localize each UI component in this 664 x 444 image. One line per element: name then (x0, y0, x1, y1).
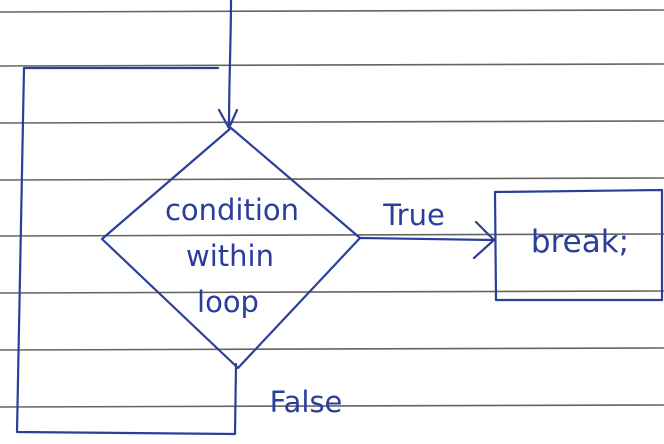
decision-diamond (100, 126, 362, 370)
decision-text: condition within loop (165, 193, 299, 319)
flowchart (15, 0, 664, 436)
action-label: break; (531, 224, 629, 260)
ruled-line (0, 290, 664, 294)
incoming-edge (227, 0, 233, 129)
ruled-line (0, 177, 664, 181)
ruled-line (0, 9, 664, 13)
loop-back-edge (15, 66, 238, 436)
ruled-lines (0, 9, 664, 408)
true-label: True (382, 198, 445, 232)
true-arrowhead (472, 220, 496, 260)
ruled-line (0, 404, 664, 408)
ruled-line (0, 63, 664, 67)
decision-line-2: within (186, 239, 274, 273)
ruled-line (0, 347, 664, 351)
decision-line-1: condition (165, 193, 299, 227)
true-edge (358, 236, 495, 242)
ruled-line (0, 120, 664, 124)
ruled-line (0, 233, 664, 237)
false-label: False (270, 385, 343, 419)
incoming-arrowhead (217, 108, 239, 130)
decision-line-3: loop (197, 285, 259, 319)
action-box (493, 188, 664, 302)
